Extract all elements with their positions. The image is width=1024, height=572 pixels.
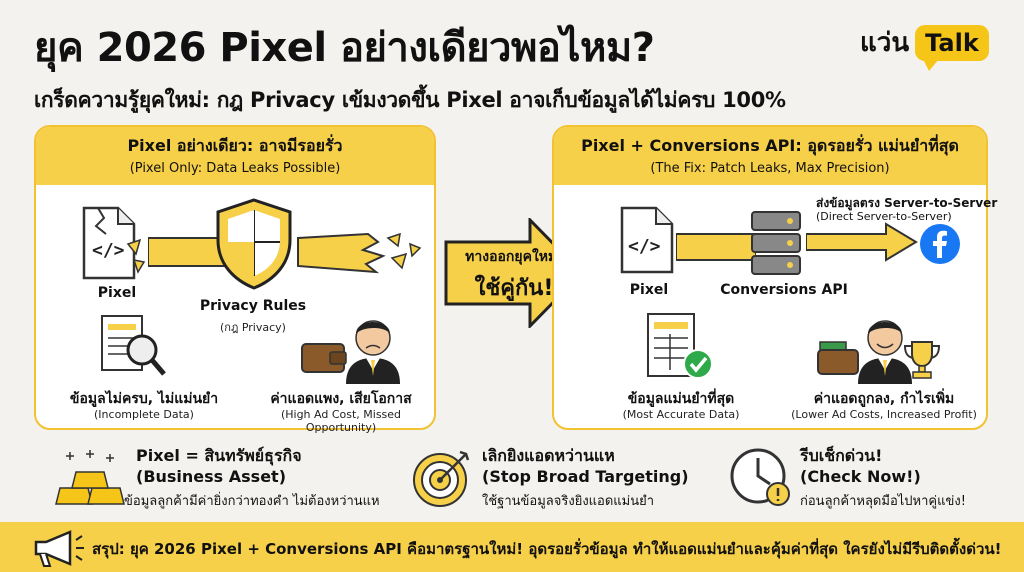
tip-stop-broad-sub: ใช้ฐานข้อมูลจริงยิงแอดแม่นยำ: [482, 493, 655, 509]
broken-code-icon: </>: [82, 206, 146, 280]
tip-stop-broad-title2: (Stop Broad Targeting): [482, 466, 689, 486]
facebook-icon: [920, 224, 960, 264]
wallet-icon: [301, 343, 347, 373]
tip-stop-broad: เลิกยิงแอดหว่านแห (Stop Broad Targeting)…: [482, 446, 689, 511]
tip-check-now-title: รีบเช็กด่วน!: [800, 446, 883, 465]
solution-line1: ทางออกยุคใหม่:: [465, 249, 563, 265]
page-title: ยุค 2026 Pixel อย่างเดียวพอไหม?: [34, 25, 655, 71]
left-pixel-label: Pixel: [97, 285, 137, 301]
solution-arrow: ทางออกยุคใหม่: ใช้คู่กัน!: [444, 218, 584, 328]
right-panel-subtitle: (The Fix: Patch Leaks, Max Precision): [650, 161, 890, 176]
right-panel-title: Pixel + Conversions API: อุดรอยรั่ว แม่น…: [581, 136, 959, 155]
server-to-server-label: ส่งข้อมูลตรง Server-to-Server: [816, 196, 998, 210]
incomplete-data-label: ข้อมูลไม่ครบ, ไม่แม่นยำ: [69, 391, 219, 407]
right-panel-header: Pixel + Conversions API: อุดรอยรั่ว แม่น…: [554, 127, 986, 185]
capi-label: Conversions API: [720, 282, 848, 298]
gold-bars-icon: [55, 450, 125, 505]
left-panel-title: Pixel อย่างเดียว: อาจมีรอยรั่ว: [127, 136, 343, 155]
code-document-icon: </>: [620, 206, 674, 274]
page-subtitle: เกร็ดความรู้ยุคใหม่: กฎ Privacy เข้มงวดข…: [34, 88, 786, 112]
right-panel: Pixel + Conversions API: อุดรอยรั่ว แม่น…: [552, 125, 988, 430]
accurate-data-label: ข้อมูลแม่นยำที่สุด: [627, 391, 735, 407]
brand-text: แว่น: [860, 28, 910, 58]
data-stream: [676, 233, 756, 261]
right-pixel-label: Pixel: [629, 282, 669, 298]
money-icon: [817, 341, 859, 375]
tip-business-asset-sub: ข้อมูลลูกค้ามีค่ายิ่งกว่าทองคำ ไม่ต้องหว…: [124, 493, 380, 509]
summary-bar: สรุป: ยุค 2026 Pixel + Conversions API ค…: [0, 522, 1024, 572]
tip-check-now-sub: ก่อนลูกค้าหลุดมือไปหาคู่แข่ง!: [800, 493, 966, 509]
high-cost-label: ค่าแอดแพง, เสียโอกาส: [270, 391, 412, 407]
solution-line2: ใช้คู่กัน!: [474, 276, 554, 301]
server-arrow: [806, 222, 918, 262]
server-to-server-sublabel: (Direct Server-to-Server): [816, 210, 952, 223]
brand-bubble: Talk: [915, 24, 989, 71]
tip-check-now-title2: (Check Now!): [800, 466, 921, 486]
incomplete-data-sublabel: (Incomplete Data): [94, 408, 194, 421]
sad-businessman-icon: [346, 320, 400, 384]
left-panel-header: Pixel อย่างเดียว: อาจมีรอยรั่ว (Pixel On…: [36, 127, 434, 185]
server-icon: [751, 211, 801, 275]
target-icon: [413, 450, 470, 507]
tip-stop-broad-title: เลิกยิงแอดหว่านแห: [482, 446, 615, 465]
high-cost-sublabel: (High Ad Cost, Missed Opportunity): [280, 408, 402, 434]
svg-text:</>: </>: [92, 240, 125, 261]
accurate-data-sublabel: (Most Accurate Data): [622, 408, 740, 421]
checked-sheet-icon: [647, 313, 713, 379]
svg-text:</>: </>: [628, 236, 661, 257]
tip-business-asset: Pixel = สินทรัพย์ธุรกิจ (Business Asset)…: [124, 446, 380, 511]
profit-label: ค่าแอดถูกลง, กำไรเพิ่ม: [813, 391, 955, 407]
left-panel-subtitle: (Pixel Only: Data Leaks Possible): [129, 161, 341, 176]
tip-business-asset-title: Pixel = สินทรัพย์ธุรกิจ: [136, 446, 302, 465]
brand-logo: แว่น Talk: [860, 22, 989, 71]
summary-text: สรุป: ยุค 2026 Pixel + Conversions API ค…: [92, 540, 1002, 558]
happy-businessman-icon: [858, 320, 912, 384]
clock-alert-icon: [730, 448, 790, 506]
profit-sublabel: (Lower Ad Costs, Increased Profit): [791, 408, 977, 421]
privacy-label: Privacy Rules: [199, 298, 307, 314]
privacy-sublabel: (กฎ Privacy): [220, 321, 286, 334]
tip-business-asset-title2: (Business Asset): [136, 466, 287, 486]
megaphone-icon: [34, 530, 84, 567]
tip-check-now: รีบเช็กด่วน! (Check Now!) ก่อนลูกค้าหลุด…: [800, 446, 966, 511]
trophy-icon: [903, 341, 941, 379]
shield-icon: [216, 198, 292, 290]
solution-arrow-text: ทางออกยุคใหม่: ใช้คู่กัน!: [444, 246, 584, 305]
magnifier-document-icon: [101, 315, 166, 376]
